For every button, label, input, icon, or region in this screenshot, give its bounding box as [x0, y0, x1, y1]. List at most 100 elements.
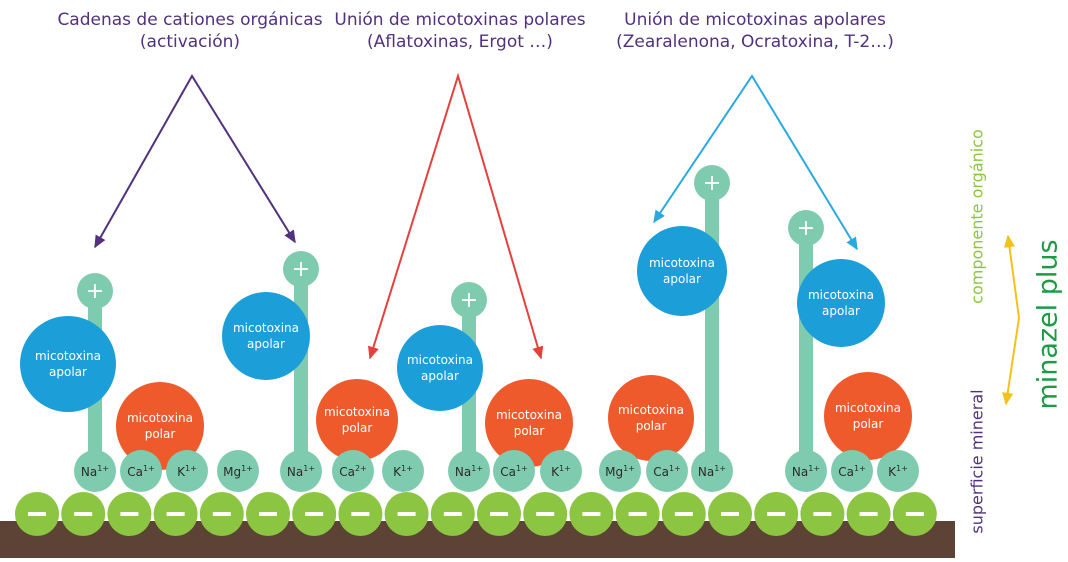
apolar-mycotoxin-label: apolar [421, 369, 459, 383]
polar-mycotoxin-label: polar [853, 417, 884, 431]
header-apolar-binding-line1: Unión de micotoxinas apolares [624, 10, 886, 30]
cation-circle [382, 450, 424, 492]
cation-circle [785, 450, 827, 492]
plus-sign-icon: + [86, 279, 104, 304]
minus-sign-icon [490, 512, 508, 516]
polar-mycotoxin [608, 375, 694, 461]
minus-sign-icon [536, 512, 555, 516]
cation-row: Na1+Ca1+K1+Mg1+Na1+Ca2+K1+Na1+Ca1+K1+Mg1… [74, 450, 919, 492]
minus-sign-icon [813, 512, 832, 516]
minus-sign-icon [443, 512, 462, 516]
cation-charge: 1+ [714, 464, 726, 473]
label-organic-component: componente orgánico [967, 129, 987, 304]
cation-label: Ca1+ [127, 464, 155, 479]
plus-sign-icon: + [292, 257, 310, 282]
cation-element: Na [792, 465, 808, 479]
header-polar-binding-line2: (Aflatoxinas, Ergot …) [367, 32, 553, 52]
side-brace [1002, 234, 1021, 406]
cation-element: K [551, 465, 560, 479]
cation-element: Ca [838, 465, 854, 479]
cation-charge: 1+ [303, 464, 315, 473]
apolar-mycotoxin [797, 259, 885, 347]
polar-mycotoxin [116, 382, 204, 470]
polar-mycotoxin [316, 379, 398, 461]
arrow-polar-binding [367, 72, 544, 360]
cation-circle [831, 450, 873, 492]
cation-charge: 1+ [401, 464, 413, 473]
label-mineral-surface: superficie mineral [967, 389, 987, 534]
cation-element: Na [287, 465, 303, 479]
polar-mycotoxin-label: micotoxina [835, 401, 901, 415]
plus-sign-icon: + [460, 288, 478, 313]
organic-chain-stalk [799, 228, 813, 470]
minus-sign-icon [28, 512, 46, 516]
cation-circle [166, 450, 208, 492]
positive-charge-knob [694, 165, 730, 201]
cation-circle [646, 450, 688, 492]
cation-element: Na [698, 465, 714, 479]
organic-chain-stalk [294, 269, 308, 470]
cation-element: Mg [605, 465, 623, 479]
cation-label: K1+ [888, 464, 908, 479]
cation-label: K1+ [177, 464, 197, 479]
cation-charge: 1+ [669, 464, 681, 473]
minus-sign-icon [120, 512, 139, 516]
minus-sign-icon [859, 512, 878, 516]
polar-mycotoxin [824, 372, 912, 460]
positive-charge-knob [788, 210, 824, 246]
minus-sign-icon [674, 512, 693, 516]
minus-sign-icon [351, 512, 370, 516]
mineral-negative-charges [15, 492, 937, 536]
cation-label: Mg1+ [223, 464, 253, 479]
minus-sign-icon [767, 512, 786, 516]
header-cation-chains-line1: Cadenas de cationes orgánicas [57, 10, 323, 30]
cation-element: Na [81, 465, 97, 479]
minus-sign-icon [628, 512, 647, 516]
cation-label: Na1+ [81, 464, 109, 479]
cation-label: Ca1+ [500, 464, 528, 479]
cation-charge: 2+ [355, 464, 367, 473]
polar-mycotoxin-label: micotoxina [618, 403, 684, 417]
cation-charge: 1+ [896, 464, 908, 473]
cation-circle [540, 450, 582, 492]
cation-label: Na1+ [792, 464, 820, 479]
minus-sign-icon [166, 512, 185, 516]
cation-circle [74, 450, 116, 492]
apolar-mycotoxin-label: micotoxina [808, 288, 874, 302]
positive-charge-knob [77, 273, 113, 309]
cation-label: Ca1+ [838, 464, 866, 479]
cation-element: Ca [127, 465, 143, 479]
arrow-cation-chains [94, 74, 296, 249]
apolar-mycotoxin-label: apolar [247, 337, 285, 351]
cation-label: Na1+ [455, 464, 483, 479]
apolar-mycotoxin [20, 316, 116, 412]
cation-circle [493, 450, 535, 492]
pointer-arrows [94, 72, 858, 360]
cation-element: Na [455, 465, 471, 479]
mycotoxin-molecules: micotoxina polar micotoxina polar micotoxina… [20, 226, 912, 470]
apolar-mycotoxin-label: apolar [49, 365, 87, 379]
polar-mycotoxin [485, 379, 573, 467]
minus-sign-icon [259, 512, 277, 516]
minus-sign-icon [582, 512, 601, 516]
cation-circle [120, 450, 162, 492]
positive-charge-knob [451, 282, 487, 318]
cation-element: K [393, 465, 402, 479]
cation-element: Ca [500, 465, 516, 479]
cation-element: K [888, 465, 897, 479]
minus-sign-icon [905, 512, 924, 516]
cation-charge: 1+ [471, 464, 483, 473]
cation-circle [280, 450, 322, 492]
header-polar-binding: Unión de micotoxinas polares (Aflatoxina… [305, 9, 615, 53]
polar-mycotoxin-label: polar [636, 419, 667, 433]
polar-mycotoxin-label: polar [514, 424, 545, 438]
cation-label: Na1+ [287, 464, 315, 479]
minus-sign-icon [212, 512, 231, 516]
header-cation-chains: Cadenas de cationes orgánicas (activació… [40, 9, 340, 53]
organic-chain-stalk [705, 183, 719, 470]
cation-element: K [177, 465, 186, 479]
polar-mycotoxin-label: micotoxina [127, 411, 193, 425]
minus-sign-icon [721, 512, 739, 516]
cation-charge: 1+ [516, 464, 528, 473]
minus-sign-icon [74, 512, 93, 516]
